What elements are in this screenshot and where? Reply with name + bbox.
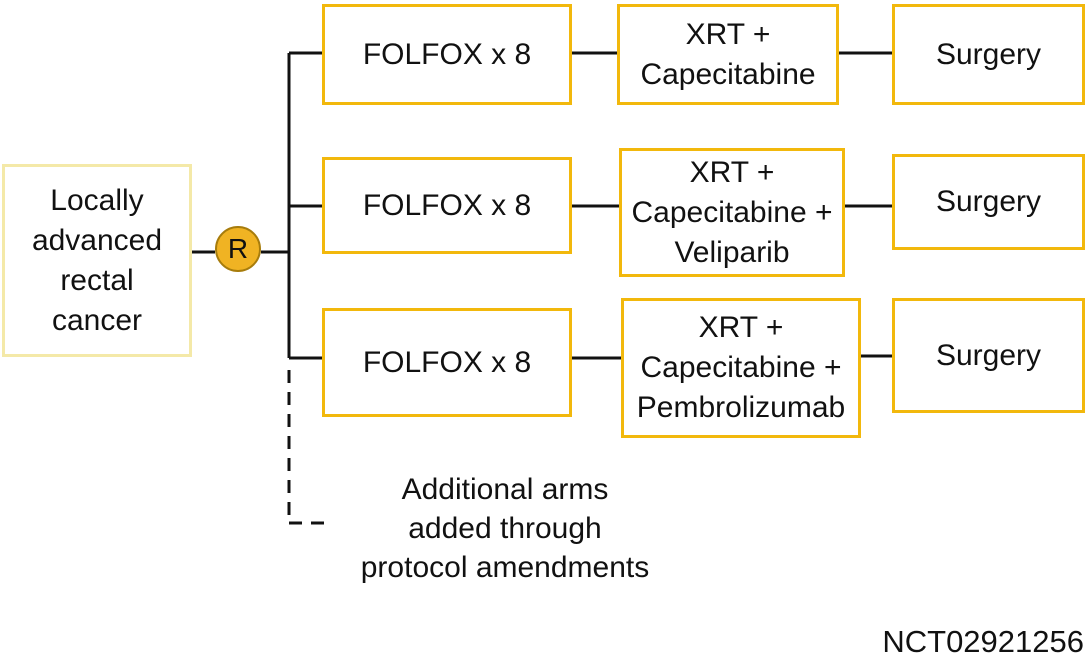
- arm-3-xrt-box: XRT + Capecitabine + Pembrolizumab: [621, 298, 861, 438]
- trial-id: NCT02921256: [882, 624, 1084, 659]
- arm-1-xrt-box: XRT + Capecitabine: [617, 4, 839, 105]
- arm-1-chemo-label: FOLFOX x 8: [362, 37, 532, 71]
- randomization-label: R: [227, 233, 249, 264]
- arm-3-chemo-label: FOLFOX x 8: [362, 345, 532, 379]
- arm-3-surgery-label: Surgery: [935, 338, 1042, 372]
- arm-1-surgery-label: Surgery: [935, 37, 1042, 71]
- arm-2-xrt-label: XRT + Capecitabine + Veliparib: [631, 155, 833, 269]
- arm-1-surgery-box: Surgery: [892, 4, 1085, 105]
- population-box: Locally advanced rectal cancer: [2, 164, 192, 357]
- randomization-node: R: [215, 226, 261, 272]
- arm-3-surgery-box: Surgery: [892, 298, 1085, 413]
- arm-2-chemo-box: FOLFOX x 8: [322, 157, 572, 254]
- arm-2-surgery-box: Surgery: [892, 154, 1085, 250]
- arm-1-chemo-box: FOLFOX x 8: [322, 4, 572, 105]
- arm-2-xrt-box: XRT + Capecitabine + Veliparib: [619, 148, 845, 277]
- arm-3-xrt-label: XRT + Capecitabine + Pembrolizumab: [636, 311, 846, 424]
- arm-2-chemo-label: FOLFOX x 8: [362, 188, 532, 222]
- arm-2-surgery-label: Surgery: [935, 185, 1042, 218]
- additional-arms-note: Additional arms added through protocol a…: [360, 473, 650, 584]
- arm-3-chemo-box: FOLFOX x 8: [322, 308, 572, 417]
- population-label: Locally advanced rectal cancer: [31, 183, 163, 337]
- arm-1-xrt-label: XRT + Capecitabine: [640, 17, 816, 91]
